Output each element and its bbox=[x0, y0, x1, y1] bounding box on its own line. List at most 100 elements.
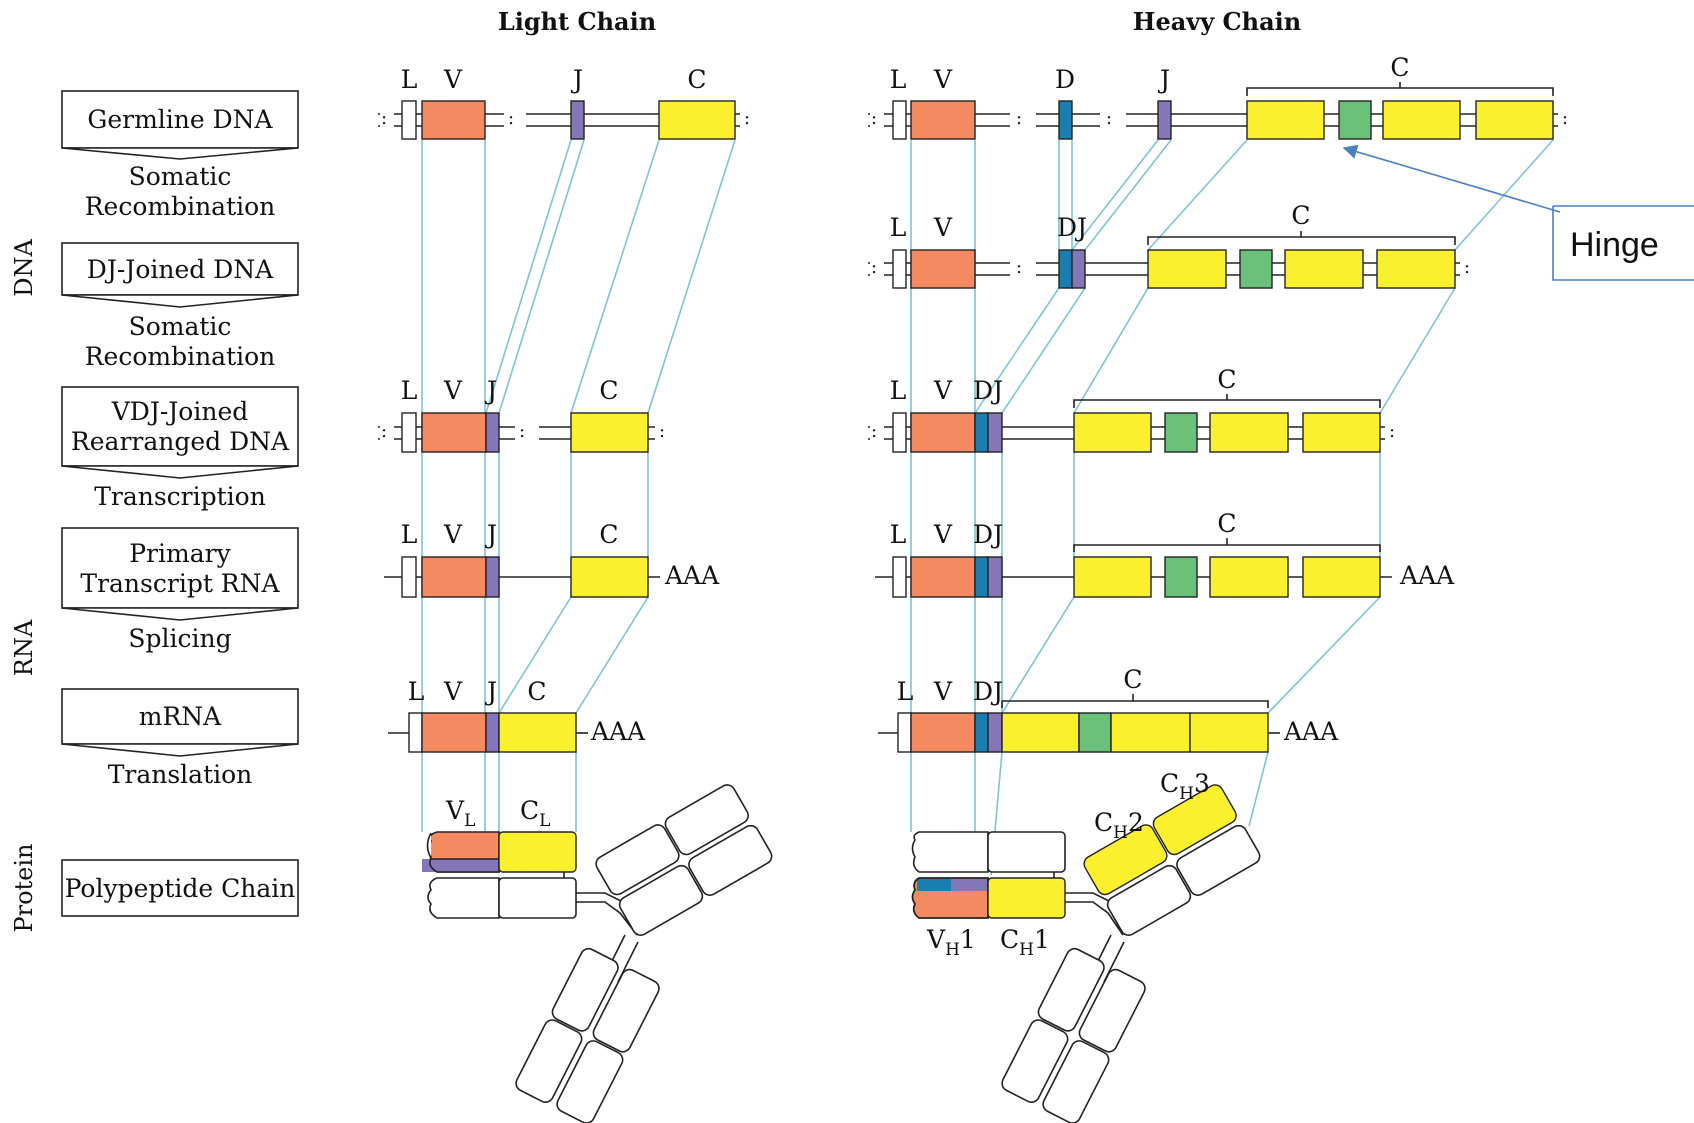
step-1-process-line-2: Recombination bbox=[85, 192, 276, 221]
light-r1-label-j: J bbox=[570, 65, 583, 94]
heavy-r1-label-v: V bbox=[933, 65, 953, 94]
step-1-label: Germline DNA bbox=[87, 105, 273, 134]
step-2-label: DJ-Joined DNA bbox=[87, 255, 274, 284]
light-r5-label-l: L bbox=[408, 677, 425, 706]
side-label-dna: DNA bbox=[10, 239, 38, 297]
heavy-r4-label-dj: DJ bbox=[973, 520, 1003, 549]
light-r4-poly-a: AAA bbox=[664, 561, 720, 590]
light-r1-label-c: C bbox=[687, 65, 706, 94]
step-4-label-line-1: Primary bbox=[129, 539, 231, 568]
heavy-r1-label-c: C bbox=[1390, 53, 1409, 82]
heavy-r2-label-dj: DJ bbox=[1057, 213, 1087, 242]
step-4-process: Splicing bbox=[128, 624, 231, 653]
step-4: Primary Transcript RNA Splicing bbox=[61, 527, 299, 653]
svg-text::: : bbox=[508, 108, 514, 129]
side-label-protein: Protein bbox=[10, 843, 38, 932]
light-r4-label-l: L bbox=[401, 520, 418, 549]
heavy-r3-label-c: C bbox=[1217, 365, 1236, 394]
step-6-label: Polypeptide Chain bbox=[65, 874, 296, 903]
heavy-r2-label-c: C bbox=[1291, 201, 1310, 230]
step-2-process-line-2: Recombination bbox=[85, 342, 276, 371]
heavy-r2-label-v: V bbox=[933, 213, 953, 242]
light-r5-poly-a: AAA bbox=[590, 717, 646, 746]
heavy-vdj-rearranged-dna: : : L V DJ C bbox=[868, 365, 1405, 453]
light-r4-label-j: J bbox=[484, 520, 497, 549]
heavy-r5-label-dj: DJ bbox=[973, 677, 1003, 706]
light-r5-label-j: J bbox=[484, 677, 497, 706]
heavy-r5-label-l: L bbox=[897, 677, 914, 706]
heavy-chain-title: Heavy Chain bbox=[1133, 7, 1301, 36]
domain-label-vl: VL bbox=[445, 796, 475, 831]
light-primary-transcript: L V J C AAA bbox=[384, 520, 720, 598]
heavy-r5-label-c: C bbox=[1123, 665, 1142, 694]
light-r3-label-c: C bbox=[599, 376, 618, 405]
heavy-antibody-structure: VH1 CH1 CH2 CH3 bbox=[911, 769, 1261, 1123]
light-r3-label-j: J bbox=[484, 376, 497, 405]
svg-text::: : bbox=[871, 421, 877, 442]
heavy-dj-joined-dna: : : : L V DJ C bbox=[868, 201, 1480, 289]
step-4-label-line-2: Transcript RNA bbox=[80, 569, 280, 598]
step-2-process-line-1: Somatic bbox=[129, 312, 232, 341]
light-chain-title: Light Chain bbox=[498, 7, 656, 36]
heavy-r3-label-l: L bbox=[890, 376, 907, 405]
svg-text::: : bbox=[1562, 108, 1568, 129]
svg-text::: : bbox=[1389, 421, 1395, 442]
light-r5-label-v: V bbox=[443, 677, 463, 706]
svg-text::: : bbox=[659, 421, 665, 442]
light-r1-label-v: V bbox=[443, 65, 463, 94]
light-mrna: L V J C AAA bbox=[388, 677, 646, 753]
light-antibody-structure: VL CL bbox=[422, 784, 773, 1123]
heavy-r4-poly-a: AAA bbox=[1399, 561, 1455, 590]
light-r3-label-l: L bbox=[401, 376, 418, 405]
heavy-r4-label-c: C bbox=[1217, 509, 1236, 538]
hinge-callout: Hinge bbox=[1342, 144, 1694, 281]
step-5: mRNA Translation bbox=[61, 688, 299, 789]
svg-text::: : bbox=[1016, 257, 1022, 278]
heavy-mrna: L V DJ C AAA bbox=[878, 665, 1339, 753]
domain-label-ch3: CH3 bbox=[1160, 769, 1210, 804]
step-1-process-line-1: Somatic bbox=[129, 162, 232, 191]
step-3: VDJ-Joined Rearranged DNA Transcription bbox=[61, 386, 299, 511]
heavy-r3-label-v: V bbox=[933, 376, 953, 405]
light-r5-label-c: C bbox=[527, 677, 546, 706]
svg-text::: : bbox=[519, 421, 525, 442]
light-r4-label-c: C bbox=[599, 520, 618, 549]
light-vj-rearranged-dna: : : : L V J C bbox=[378, 376, 675, 453]
domain-label-cl: CL bbox=[520, 796, 550, 831]
light-r1-label-l: L bbox=[401, 65, 418, 94]
heavy-germline-dna: : : : : L V D J C bbox=[868, 53, 1578, 140]
svg-text::: : bbox=[1106, 108, 1112, 129]
step-2: DJ-Joined DNA Somatic Recombination bbox=[61, 242, 299, 371]
heavy-r1-label-d: D bbox=[1055, 65, 1075, 94]
light-r4-label-v: V bbox=[443, 520, 463, 549]
heavy-r1-label-l: L bbox=[890, 65, 907, 94]
domain-label-ch2: CH2 bbox=[1094, 808, 1144, 843]
light-germline-dna: : : : L V J C bbox=[378, 65, 760, 140]
step-5-label: mRNA bbox=[139, 702, 222, 731]
light-r3-label-v: V bbox=[443, 376, 463, 405]
svg-text::: : bbox=[744, 108, 750, 129]
svg-text::: : bbox=[1016, 108, 1022, 129]
svg-text::: : bbox=[1464, 257, 1470, 278]
step-6: Polypeptide Chain bbox=[61, 859, 299, 917]
heavy-r5-label-v: V bbox=[933, 677, 953, 706]
step-3-label-line-2: Rearranged DNA bbox=[71, 427, 290, 456]
heavy-r4-label-l: L bbox=[890, 520, 907, 549]
step-3-process: Transcription bbox=[94, 482, 266, 511]
svg-text::: : bbox=[381, 421, 387, 442]
hinge-label: Hinge bbox=[1570, 226, 1659, 264]
heavy-r3-label-dj: DJ bbox=[973, 376, 1003, 405]
domain-label-vh1: VH1 bbox=[926, 925, 976, 960]
domain-label-ch1: CH1 bbox=[1000, 925, 1050, 960]
side-label-rna: RNA bbox=[10, 619, 38, 676]
heavy-primary-transcript: L V DJ C AAA bbox=[875, 509, 1455, 598]
heavy-r4-label-v: V bbox=[933, 520, 953, 549]
step-3-label-line-1: VDJ-Joined bbox=[111, 397, 249, 426]
svg-text::: : bbox=[381, 108, 387, 129]
heavy-r2-label-l: L bbox=[890, 213, 907, 242]
heavy-r1-label-j: J bbox=[1157, 65, 1170, 94]
step-5-process: Translation bbox=[108, 760, 253, 789]
svg-text::: : bbox=[871, 257, 877, 278]
step-1: Germline DNA Somatic Recombination bbox=[61, 90, 299, 221]
